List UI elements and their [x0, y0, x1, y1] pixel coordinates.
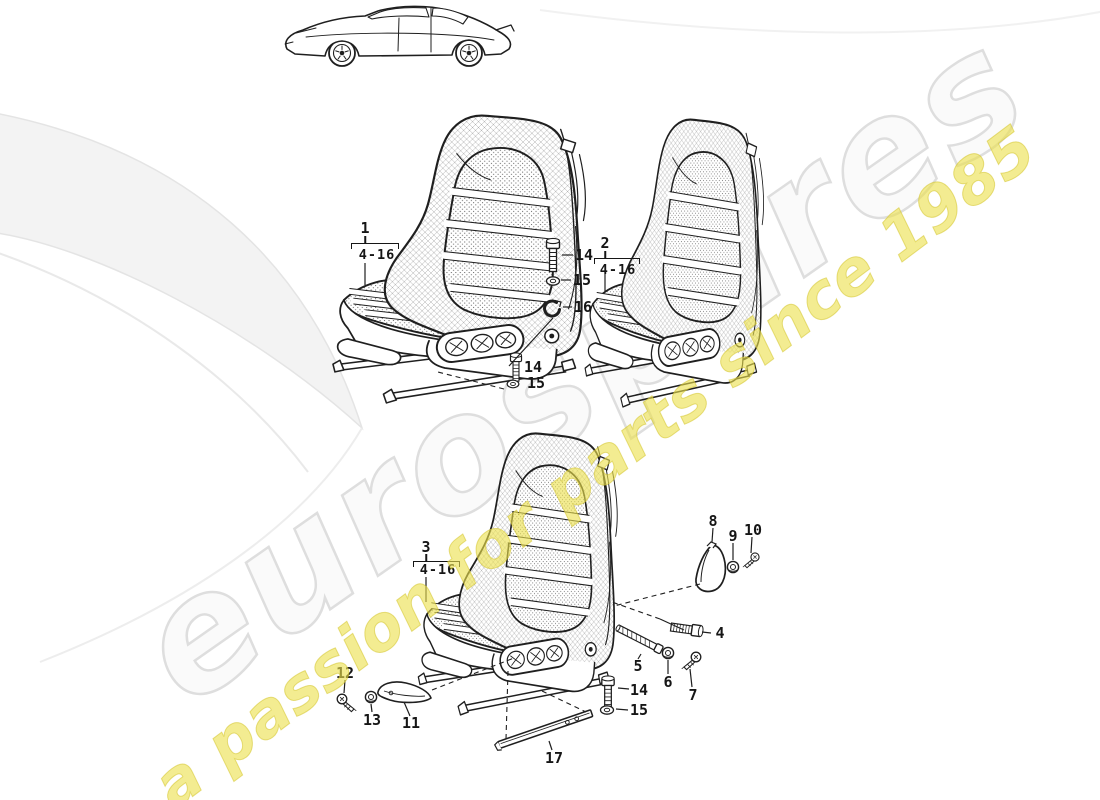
screw-10-icon: [742, 552, 760, 569]
group-2-range: 4-16: [599, 262, 637, 278]
nut-9-icon: [726, 560, 740, 574]
nut-6-icon: [661, 646, 675, 660]
group-1-tick: [364, 236, 366, 243]
callout-7-label: 7: [688, 686, 698, 704]
callout-10-label: 10: [743, 521, 763, 539]
threaded-rod-5-icon: [615, 624, 664, 655]
group-3-bracket: [413, 561, 460, 567]
callout-15b-label: 15: [526, 374, 546, 392]
screw-7-icon: [681, 651, 702, 671]
group-2-tick: [604, 251, 606, 258]
group-2-bracket: [594, 258, 640, 264]
callout-8-label: 8: [708, 512, 718, 530]
callout-15a-label: 15: [572, 271, 592, 289]
group-1-number: 1: [360, 219, 370, 237]
group-1-range: 4-16: [358, 247, 396, 263]
callout-9-label: 9: [728, 527, 738, 545]
washer-15a-icon: [545, 276, 561, 286]
callout-5-label: 5: [633, 657, 643, 675]
trim-11-icon: [377, 681, 432, 704]
rail-17-icon: [493, 709, 594, 751]
washer-15b-icon: [506, 379, 520, 389]
callout-15c-label: 15: [629, 701, 649, 719]
screw-12-icon: [336, 693, 357, 713]
bolt-4-icon: [669, 622, 704, 638]
car-silhouette: [284, 5, 515, 67]
callout-16-label: 16: [573, 298, 593, 316]
group-3-tick: [425, 554, 427, 561]
callout-13-label: 13: [362, 711, 382, 729]
callout-6-label: 6: [663, 673, 673, 691]
group-3-range: 4-16: [419, 562, 457, 578]
group-2-number: 2: [600, 234, 610, 252]
group-1-bracket: [351, 243, 399, 249]
callout-4-label: 4: [715, 624, 725, 642]
dashed-construction-lines: [431, 371, 701, 740]
washer-15c-icon: [599, 705, 615, 715]
callout-12-label: 12: [335, 664, 355, 682]
callout-14c-label: 14: [629, 681, 649, 699]
callout-11-label: 11: [401, 714, 421, 732]
washer-13-icon: [364, 690, 378, 704]
hardware-parts: [336, 237, 760, 751]
clamp-16-icon: [543, 299, 562, 318]
callout-14a-label: 14: [574, 246, 594, 264]
group-3-number: 3: [421, 538, 431, 556]
callout-14b-label: 14: [523, 358, 543, 376]
trim-8-icon: [695, 544, 727, 593]
callout-17-label: 17: [544, 749, 564, 767]
bolt-14c-icon: [601, 675, 615, 709]
leader-lines: [343, 254, 753, 751]
